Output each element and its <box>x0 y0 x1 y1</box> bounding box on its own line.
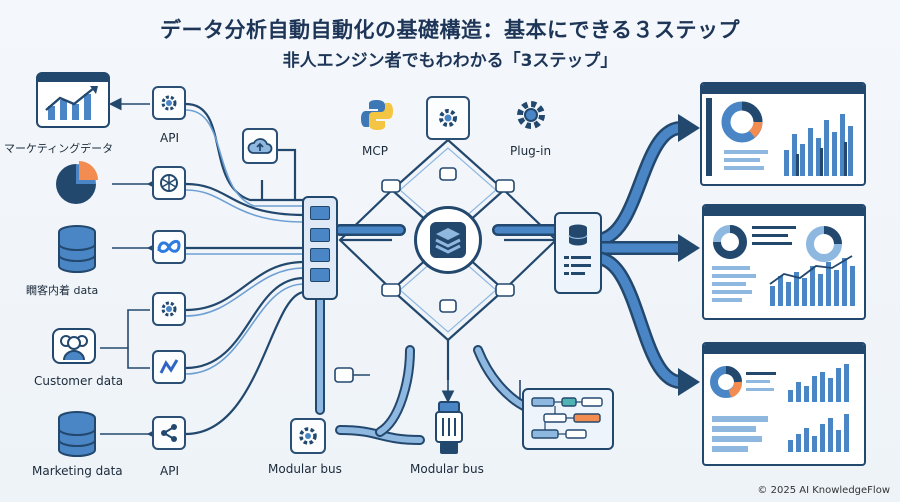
openai-icon[interactable] <box>152 166 186 200</box>
workflow-panel[interactable] <box>522 388 614 450</box>
page-title: データ分析自動自動化の基礎構造：基本にできる３ステップ <box>159 18 741 42</box>
plugin-gear-icon <box>517 101 545 129</box>
page-subtitle: 非人エンジン者でもわわかる「3ステップ」 <box>282 51 618 71</box>
api-bottom-label: API <box>160 464 179 478</box>
modular-bus-left-label: Modular bus <box>268 462 342 476</box>
users-icon <box>52 328 96 364</box>
output-pipes <box>589 121 687 389</box>
marketing-data-label: Marketing data <box>32 464 123 478</box>
copyright: © 2025 AI KnowledgeFlow <box>757 485 890 496</box>
dashboard-2[interactable] <box>702 204 866 320</box>
data-processor[interactable] <box>554 212 602 294</box>
central-hub[interactable] <box>414 206 482 274</box>
pipe-arrowheads <box>678 114 700 396</box>
connector-panel <box>302 196 338 300</box>
marketing-chart-icon <box>36 72 110 128</box>
share-icon[interactable] <box>152 416 186 450</box>
python-icon <box>361 100 393 130</box>
pie-chart-icon <box>56 161 98 204</box>
cloud-upload-icon[interactable] <box>242 128 278 164</box>
gear-icon-2[interactable] <box>152 292 186 326</box>
cables <box>185 102 305 436</box>
plugin-label: Plug-in <box>510 144 552 158</box>
analytics-icon[interactable] <box>152 350 186 384</box>
customer-jp-label: 瞯客内着 data <box>26 284 99 297</box>
input-arrows <box>100 97 160 441</box>
modular-bus-center-label: Modular bus <box>410 462 484 476</box>
gear-icon[interactable] <box>152 86 186 120</box>
marketing-data-jp-label: マーケティングデータ <box>4 142 114 155</box>
modular-bus-gear-icon[interactable] <box>290 418 326 454</box>
database-icon-2 <box>58 411 96 457</box>
meta-icon[interactable] <box>152 230 186 264</box>
api-top-label: API <box>160 131 179 145</box>
customer-data-label: Customer data <box>34 374 124 388</box>
mcp-label: MCP <box>362 144 388 158</box>
database-icon <box>58 225 96 273</box>
layers-icon <box>430 222 466 258</box>
plug-connector-icon <box>435 401 463 454</box>
server-icon[interactable] <box>426 96 470 140</box>
dashboard-1[interactable] <box>700 82 866 186</box>
dashboard-3[interactable] <box>702 342 866 466</box>
